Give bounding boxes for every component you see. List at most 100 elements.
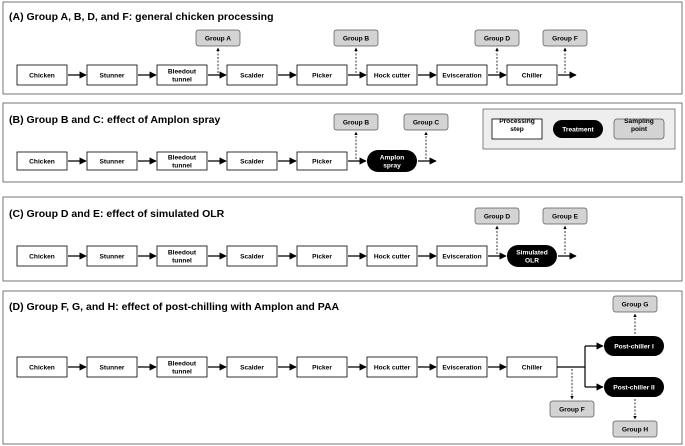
panel-a: (A) Group A, B, D, and F: general chicke…	[2, 1, 683, 95]
svg-text:Hock cutter: Hock cutter	[374, 73, 411, 80]
sample-group-f: Group F	[549, 400, 595, 418]
svg-text:Group G: Group G	[622, 302, 649, 309]
panel-b: (B) Group B and C: effect of Amplon spra…	[2, 102, 683, 183]
svg-text:Group A: Group A	[205, 36, 231, 43]
sample-group-d: Group D	[474, 29, 520, 47]
svg-text:Scalder: Scalder	[240, 73, 264, 80]
treatment-post-chiller-i: Post-chiller I	[604, 336, 664, 356]
step-stunner: Stunner	[86, 64, 138, 86]
panel-b-samples: Group B Group C	[333, 113, 449, 131]
svg-text:Evisceration: Evisceration	[442, 254, 481, 261]
svg-text:Chicken: Chicken	[29, 254, 55, 261]
svg-text:Hock cutter: Hock cutter	[374, 365, 411, 372]
legend-treatment: Treatment	[553, 120, 603, 138]
sample-group-b: Group B	[333, 29, 379, 47]
svg-text:Post-chiller I: Post-chiller I	[614, 344, 654, 351]
svg-text:Stunner: Stunner	[100, 365, 125, 372]
step-evisceration: Evisceration	[436, 245, 488, 267]
svg-text:Stunner: Stunner	[100, 159, 125, 166]
svg-text:Group D: Group D	[484, 36, 511, 43]
sample-group-h: Group H	[612, 420, 658, 438]
svg-text:Group F: Group F	[552, 36, 578, 43]
svg-text:Group H: Group H	[622, 427, 649, 434]
panel-d-title: (D) Group F, G, and H: effect of post-ch…	[9, 301, 340, 313]
svg-text:Evisceration: Evisceration	[442, 365, 481, 372]
step-stunner: Stunner	[86, 245, 138, 267]
svg-text:Chicken: Chicken	[29, 159, 55, 166]
step-scalder: Scalder	[226, 245, 278, 267]
svg-text:Picker: Picker	[312, 159, 332, 166]
step-stunner: Stunner	[86, 356, 138, 378]
sample-group-f: Group F	[542, 29, 588, 47]
panel-b-title: (B) Group B and C: effect of Amplon spra…	[9, 114, 221, 126]
step-evisceration: Evisceration	[436, 64, 488, 86]
svg-text:Scalder: Scalder	[240, 159, 264, 166]
panel-b-sampling-arrows	[354, 131, 428, 159]
step-picker: Picker	[296, 64, 348, 86]
svg-text:Chicken: Chicken	[29, 73, 55, 80]
svg-text:Chiller: Chiller	[522, 73, 543, 80]
step-scalder: Scalder	[226, 64, 278, 86]
svg-text:Group B: Group B	[343, 36, 370, 43]
treatment-post-chiller-ii: Post-chiller II	[604, 377, 664, 397]
step-chicken: Chicken	[16, 356, 68, 378]
step-evisceration: Evisceration	[436, 356, 488, 378]
step-picker: Picker	[296, 245, 348, 267]
panel-d-samples: Group F Group G Group H	[549, 295, 658, 438]
step-chicken: Chicken	[16, 64, 68, 86]
step-picker: Picker	[296, 356, 348, 378]
step-hock-cutter: Hock cutter	[366, 64, 418, 86]
panel-d-sampling-arrows	[570, 313, 637, 420]
svg-text:Chiller: Chiller	[522, 365, 543, 372]
panel-a-samples: Group A Group B Group D Group F	[195, 29, 588, 47]
svg-text:Treatment: Treatment	[562, 127, 594, 134]
step-chiller: Chiller	[506, 356, 558, 378]
sample-group-a: Group A	[195, 29, 241, 47]
panel-a-title: (A) Group A, B, D, and F: general chicke…	[9, 11, 273, 23]
svg-text:Picker: Picker	[312, 254, 332, 261]
panel-c: (C) Group D and E: effect of simulated O…	[2, 196, 683, 282]
sample-group-c: Group C	[403, 113, 449, 131]
panel-c-title: (C) Group D and E: effect of simulated O…	[9, 208, 225, 220]
panel-c-sampling-arrows	[495, 225, 567, 254]
panel-d: (D) Group F, G, and H: effect of post-ch…	[2, 290, 683, 445]
step-stunner: Stunner	[86, 151, 138, 171]
svg-text:Chicken: Chicken	[29, 365, 55, 372]
svg-text:Picker: Picker	[312, 365, 332, 372]
svg-text:Picker: Picker	[312, 73, 332, 80]
step-chicken: Chicken	[16, 151, 68, 171]
svg-text:Group F: Group F	[559, 407, 585, 414]
svg-text:Group B: Group B	[343, 120, 370, 127]
step-hock-cutter: Hock cutter	[366, 245, 418, 267]
svg-text:Group C: Group C	[413, 120, 440, 127]
step-scalder: Scalder	[226, 151, 278, 171]
svg-text:Group E: Group E	[552, 214, 579, 221]
svg-text:Evisceration: Evisceration	[442, 73, 481, 80]
svg-text:Scalder: Scalder	[240, 365, 264, 372]
svg-text:Group D: Group D	[484, 214, 511, 221]
svg-text:Stunner: Stunner	[100, 73, 125, 80]
step-hock-cutter: Hock cutter	[366, 356, 418, 378]
step-chicken: Chicken	[16, 245, 68, 267]
svg-text:Hock cutter: Hock cutter	[374, 254, 411, 261]
sample-group-e: Group E	[542, 207, 588, 225]
sample-group-b: Group B	[333, 113, 379, 131]
